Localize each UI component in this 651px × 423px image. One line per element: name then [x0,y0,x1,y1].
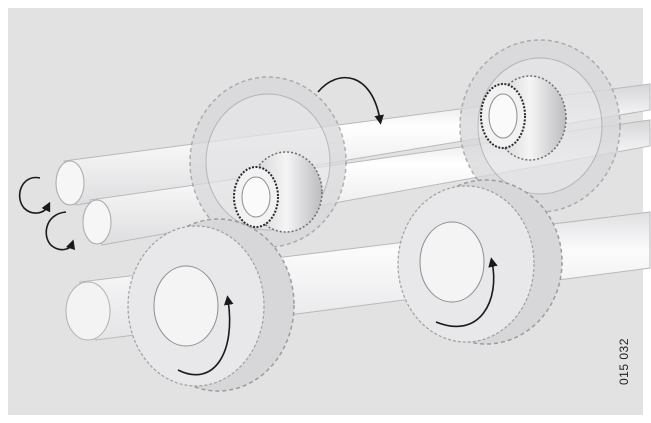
rotation-arrow-icon [45,211,76,251]
rotation-arrows [18,76,498,376]
rotation-arrow-icon [18,176,51,214]
rotation-arrow-icon [177,295,234,376]
drawing-number: 015 032 [617,338,631,386]
pinion-left-icon [233,151,323,233]
gear-lower-left-icon [127,218,295,392]
rotation-arrow-icon [435,257,498,328]
pinion-right-icon [480,75,567,161]
rotation-arrow-icon [317,76,384,125]
gear-lower-right-icon [397,179,563,345]
